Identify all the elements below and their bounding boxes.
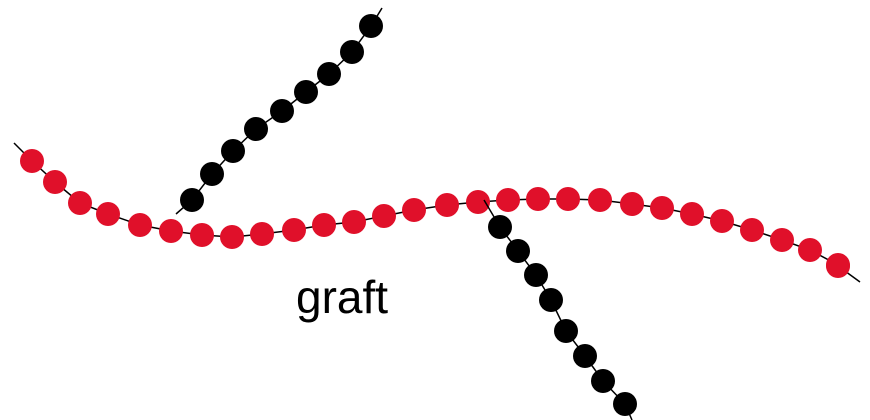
bead-backbone — [710, 209, 734, 233]
bead-graft-lower — [524, 263, 548, 287]
bead-graft-lower — [506, 239, 530, 263]
bead-backbone — [220, 225, 244, 249]
bead-graft-upper — [294, 80, 318, 104]
bead-backbone — [620, 192, 644, 216]
chain-backbone — [13, 142, 861, 283]
bead-backbone — [372, 204, 396, 228]
bead-graft-upper — [340, 40, 364, 64]
bead-backbone — [798, 238, 822, 262]
bead-graft-lower — [539, 288, 563, 312]
bead-backbone — [20, 149, 44, 173]
strand-backbone — [13, 142, 861, 283]
bead-backbone — [282, 218, 306, 242]
bead-backbone — [435, 193, 459, 217]
bead-backbone — [588, 188, 612, 212]
bead-graft-upper — [200, 162, 224, 186]
graft-label: graft — [296, 271, 389, 323]
bead-backbone — [556, 187, 580, 211]
bead-backbone — [650, 196, 674, 220]
bead-backbone — [190, 223, 214, 247]
bead-backbone — [466, 190, 490, 214]
bead-graft-lower — [488, 215, 512, 239]
chain-graft-upper — [175, 7, 383, 215]
bead-backbone — [96, 202, 120, 226]
bead-graft-lower — [554, 319, 578, 343]
bead-graft-lower — [573, 344, 597, 368]
bead-backbone — [826, 254, 850, 278]
bead-graft-lower — [613, 392, 637, 416]
bead-backbone — [159, 219, 183, 243]
bead-graft-upper — [221, 139, 245, 163]
bead-backbone — [43, 170, 67, 194]
bead-graft-upper — [359, 14, 383, 38]
bead-backbone — [496, 188, 520, 212]
bead-backbone — [312, 213, 336, 237]
bead-backbone — [342, 210, 366, 234]
bead-graft-upper — [244, 117, 268, 141]
strand-graft-lower — [483, 199, 633, 420]
bead-graft-lower — [591, 369, 615, 393]
bead-backbone — [250, 222, 274, 246]
bead-graft-upper — [270, 99, 294, 123]
bead-backbone — [680, 202, 704, 226]
bead-backbone — [740, 218, 764, 242]
bead-backbone — [402, 198, 426, 222]
chain-graft-lower — [483, 199, 637, 420]
bead-backbone — [770, 228, 794, 252]
bead-backbone — [68, 191, 92, 215]
bead-backbone — [526, 187, 550, 211]
bead-graft-upper — [317, 62, 341, 86]
bead-backbone — [128, 213, 152, 237]
bead-graft-upper — [180, 188, 204, 212]
